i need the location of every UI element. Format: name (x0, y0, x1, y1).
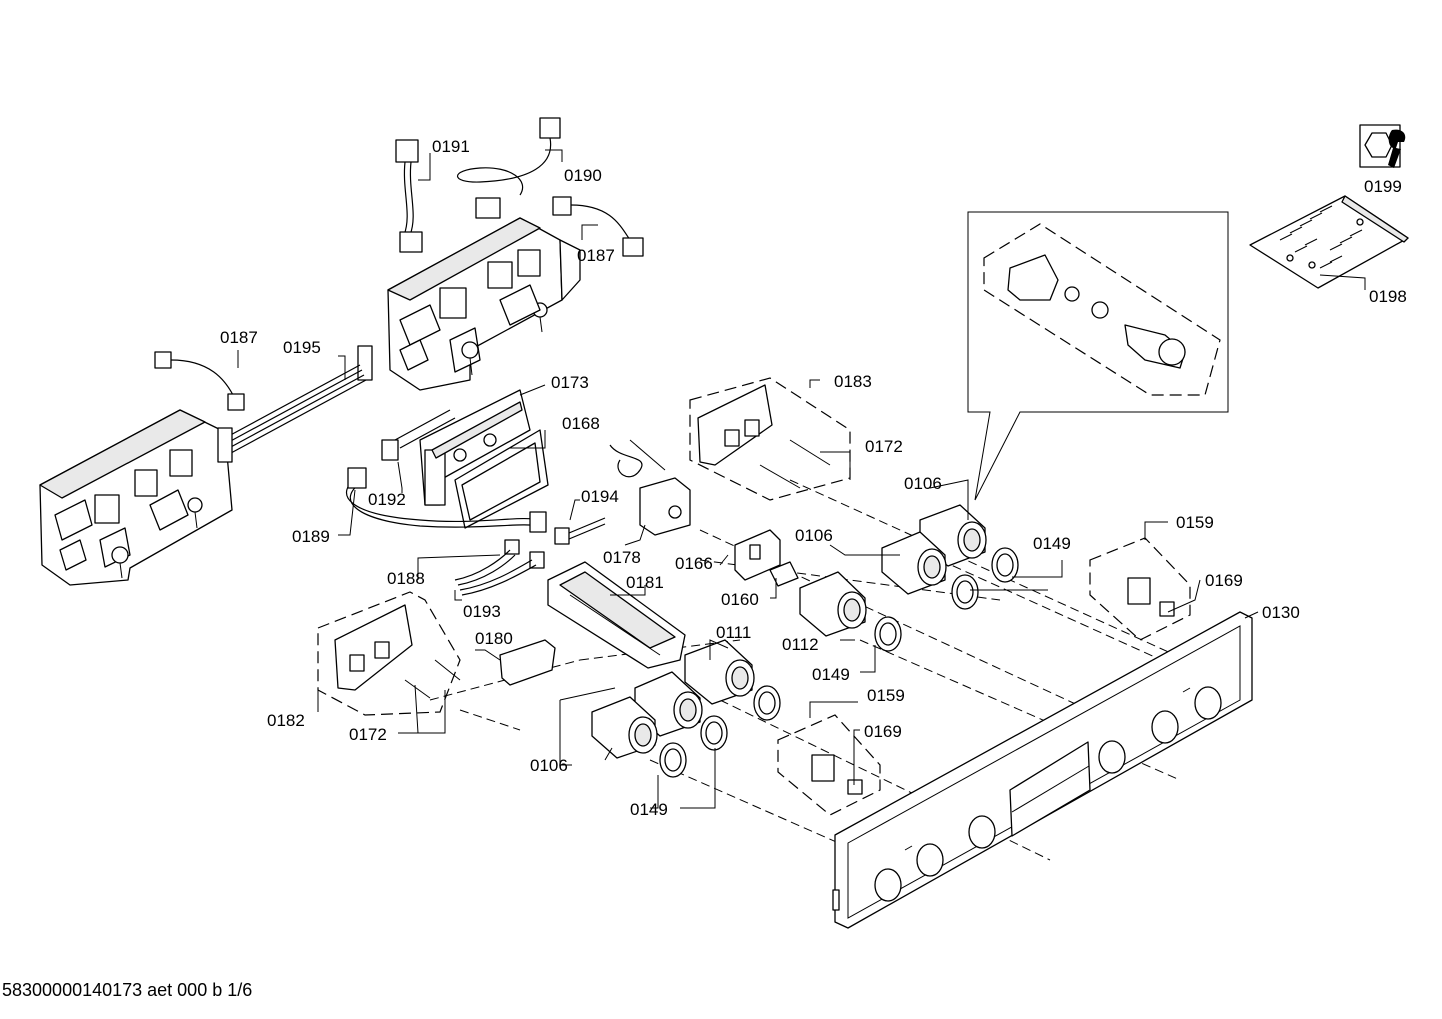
label-0172: 0172 (865, 437, 903, 456)
label-0149: 0149 (630, 800, 668, 819)
label-0198: 0198 (1369, 287, 1407, 306)
knob-0106-lower-b (591, 696, 658, 759)
group-box-0159-upper (1089, 537, 1191, 641)
label-0106: 0106 (904, 474, 942, 493)
label-0193: 0193 (463, 602, 501, 621)
cable-0187-upper (552, 196, 644, 257)
cable-0191 (395, 139, 423, 253)
label-0172: 0172 (349, 725, 387, 744)
label-0169: 0169 (864, 722, 902, 741)
label-0194: 0194 (581, 487, 619, 506)
terminal-strip-0181 (547, 561, 686, 669)
label-0168: 0168 (562, 414, 600, 433)
group-box-0182 (317, 591, 461, 716)
control-module-upper (387, 217, 581, 391)
knob-0111 (684, 639, 755, 705)
label-0159: 0159 (1176, 513, 1214, 532)
part-labels: 0191 0190 0187 0187 0195 0173 0168 0192 … (220, 137, 1407, 819)
thermostat-0178 (609, 439, 691, 536)
label-0183: 0183 (834, 372, 872, 391)
label-0112: 0112 (782, 635, 819, 654)
label-0106: 0106 (530, 756, 568, 775)
knob-0112 (799, 571, 867, 637)
group-box-0183 (689, 377, 851, 501)
label-0178: 0178 (603, 548, 641, 567)
board-0173 (419, 389, 531, 506)
ribbon-cable-0195 (217, 345, 373, 463)
connector-0194 (554, 517, 606, 545)
cable-0190 (457, 117, 561, 219)
cable-0192-0189 (346, 409, 547, 533)
label-0192: 0192 (368, 490, 406, 509)
label-0169: 0169 (1205, 571, 1243, 590)
cable-0188-0193 (454, 539, 545, 596)
group-box-0159-lower (777, 714, 881, 816)
label-0130: 0130 (1262, 603, 1300, 622)
label-0188: 0188 (387, 569, 425, 588)
bracket-0180 (499, 639, 556, 686)
label-0173: 0173 (551, 373, 589, 392)
label-0191: 0191 (432, 137, 470, 156)
label-0106: 0106 (795, 526, 833, 545)
display-0168 (454, 429, 549, 529)
label-0180: 0180 (475, 629, 513, 648)
bracket-0166 (734, 529, 781, 581)
label-0182: 0182 (267, 711, 305, 730)
label-0149: 0149 (812, 665, 850, 684)
ring-0149-upper (951, 547, 1019, 610)
screw-bag-icon (1249, 195, 1409, 289)
cable-0187-left (154, 351, 245, 411)
detail-callout (967, 211, 1229, 501)
knob-0106-upper-b (881, 531, 947, 595)
document-code: 58300000140173 aet 000 b 1/6 (2, 980, 253, 1000)
label-0181: 0181 (626, 573, 664, 592)
label-0199: 0199 (1364, 177, 1402, 196)
leader-lines (237, 149, 1366, 809)
label-0160: 0160 (721, 590, 759, 609)
label-0111: 0111 (716, 623, 751, 642)
label-0189: 0189 (292, 527, 330, 546)
label-0187: 0187 (220, 328, 258, 347)
ring-0149-lower-a (753, 685, 781, 721)
label-0190: 0190 (564, 166, 602, 185)
wrench-icon (1359, 124, 1406, 168)
label-0166: 0166 (675, 554, 713, 573)
label-0195: 0195 (283, 338, 321, 357)
control-module-left (39, 409, 233, 586)
label-0159: 0159 (867, 686, 905, 705)
part-0160 (769, 561, 799, 587)
control-panel-0130 (832, 611, 1253, 929)
label-0149: 0149 (1033, 534, 1071, 553)
ring-0149-lower-b (659, 715, 728, 778)
label-0187: 0187 (577, 246, 615, 265)
ring-0149-mid (874, 616, 902, 652)
